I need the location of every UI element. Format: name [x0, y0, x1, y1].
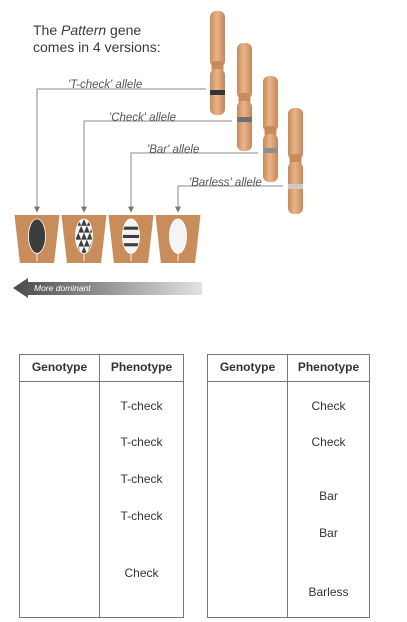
phenotype-cell: Bar — [319, 489, 338, 503]
allele-band — [288, 184, 303, 189]
chromosome-bar — [263, 76, 278, 182]
phenotype-header: Phenotype — [297, 360, 360, 374]
allele-band — [210, 90, 225, 95]
connector-arrow-check — [81, 120, 232, 213]
phenotype-cell: T-check — [120, 435, 163, 449]
phenotype-cell: Barless — [308, 585, 349, 599]
allele-label-bar: 'Bar' allele — [147, 144, 200, 156]
phenotype-cell: T-check — [120, 399, 163, 413]
phenotype-cell: Check — [311, 435, 346, 449]
dominance-arrow-label: More dominant — [34, 283, 91, 293]
gene-name: Pattern — [61, 22, 107, 38]
feather-barless — [155, 215, 201, 263]
phenotype-cell: T-check — [120, 509, 163, 523]
allele-band — [263, 148, 278, 153]
phenotype-cell: T-check — [120, 472, 163, 486]
table-header — [20, 355, 183, 382]
phenotype-header: Phenotype — [110, 360, 173, 374]
connector-arrow-barless — [175, 185, 283, 213]
allele-label-tcheck: 'T-check' allele — [68, 79, 143, 91]
chromosome-tcheck — [210, 11, 225, 115]
allele-label-barless: 'Barless' allele — [189, 177, 262, 189]
genotype-header: Genotype — [31, 360, 88, 374]
allele-band — [237, 117, 252, 122]
genotype-header: Genotype — [219, 360, 276, 374]
phenotype-cell: Check — [311, 399, 346, 413]
phenotype-cell: Bar — [319, 526, 338, 540]
connector-arrow-bar — [128, 152, 258, 213]
genotype-table-1: Genotype Phenotype T-check T-check T-che… — [19, 354, 184, 618]
table-header — [208, 355, 369, 382]
feather-tcheck — [14, 215, 60, 263]
genotype-table-2: Genotype Phenotype Check Check Bar Bar B… — [207, 354, 370, 618]
feather-bar — [108, 215, 154, 263]
chromosome-barless — [288, 108, 303, 214]
intro-text: The Pattern gene comes in 4 versions: — [33, 22, 161, 55]
feather-check — [61, 215, 107, 263]
phenotype-cell: Check — [124, 566, 159, 580]
connector-arrow-tcheck — [34, 88, 206, 213]
dominance-arrow — [13, 278, 202, 298]
chromosome-check — [237, 43, 252, 151]
allele-label-check: 'Check' allele — [109, 112, 177, 124]
